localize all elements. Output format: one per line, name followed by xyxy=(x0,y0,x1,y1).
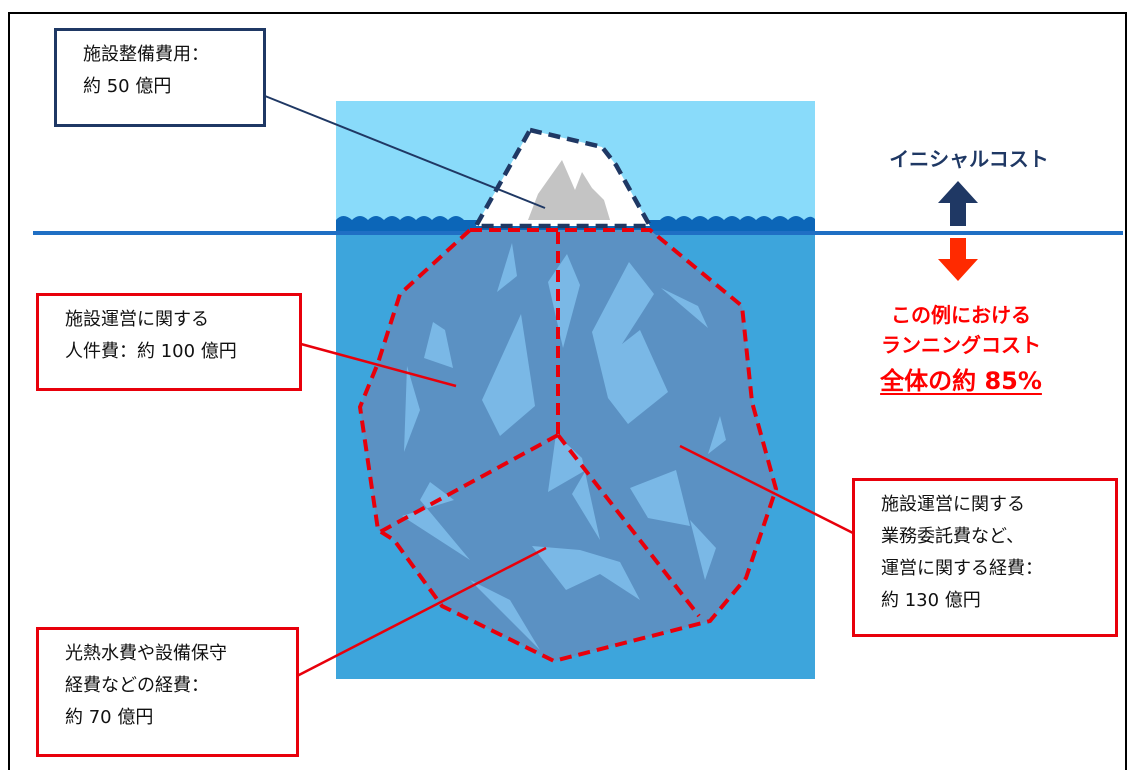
down-arrow-icon xyxy=(938,238,978,281)
outsourcing-cost-callout: 施設運営に関する 業務委託費など、 運営に関する経費： 約 130 億円 xyxy=(852,478,1118,637)
personnel-cost-line-1: 施設運営に関する xyxy=(65,309,209,330)
running-cost-line-2: ランニングコスト xyxy=(881,333,1041,357)
outsourcing-cost-line-3: 運営に関する経費： xyxy=(881,558,1043,579)
up-arrow-icon xyxy=(938,181,978,226)
running-cost-label: この例における ランニングコスト 全体の約 85% xyxy=(846,300,1076,398)
personnel-cost-callout: 施設運営に関する 人件費：約 100 億円 xyxy=(36,293,302,391)
utility-cost-line-1: 光熱水費や設備保守 xyxy=(65,643,227,664)
iceberg-facets xyxy=(402,243,726,650)
running-cost-line-1: この例における xyxy=(891,303,1031,327)
utility-cost-callout: 光熱水費や設備保守 経費などの経費： 約 70 億円 xyxy=(36,627,299,757)
utility-cost-line-2: 経費などの経費： xyxy=(65,675,209,696)
running-cost-outline xyxy=(357,228,779,664)
personnel-connector xyxy=(300,342,457,388)
iceberg-tip-shadow xyxy=(528,160,610,220)
initial-cost-outline xyxy=(472,127,654,229)
facility-cost-line-2: 約 50 億円 xyxy=(83,76,172,97)
outer-frame xyxy=(8,12,1127,770)
outsourcing-connector xyxy=(679,444,854,535)
facility-cost-callout: 施設整備費用： 約 50 億円 xyxy=(54,28,266,127)
facility-cost-line-1: 施設整備費用： xyxy=(83,44,209,65)
outsourcing-cost-line-4: 約 130 億円 xyxy=(881,590,981,611)
outsourcing-cost-line-2: 業務委託費など、 xyxy=(881,526,1025,547)
outsourcing-cost-line-1: 施設運営に関する xyxy=(881,494,1025,515)
utility-connector xyxy=(296,546,547,678)
initial-cost-label: イニシャルコスト xyxy=(889,147,1049,171)
personnel-cost-line-2: 人件費：約 100 億円 xyxy=(65,341,237,362)
utility-cost-line-3: 約 70 億円 xyxy=(65,707,154,728)
facility-connector xyxy=(264,95,546,209)
running-cost-share: 全体の約 85% xyxy=(880,367,1042,395)
